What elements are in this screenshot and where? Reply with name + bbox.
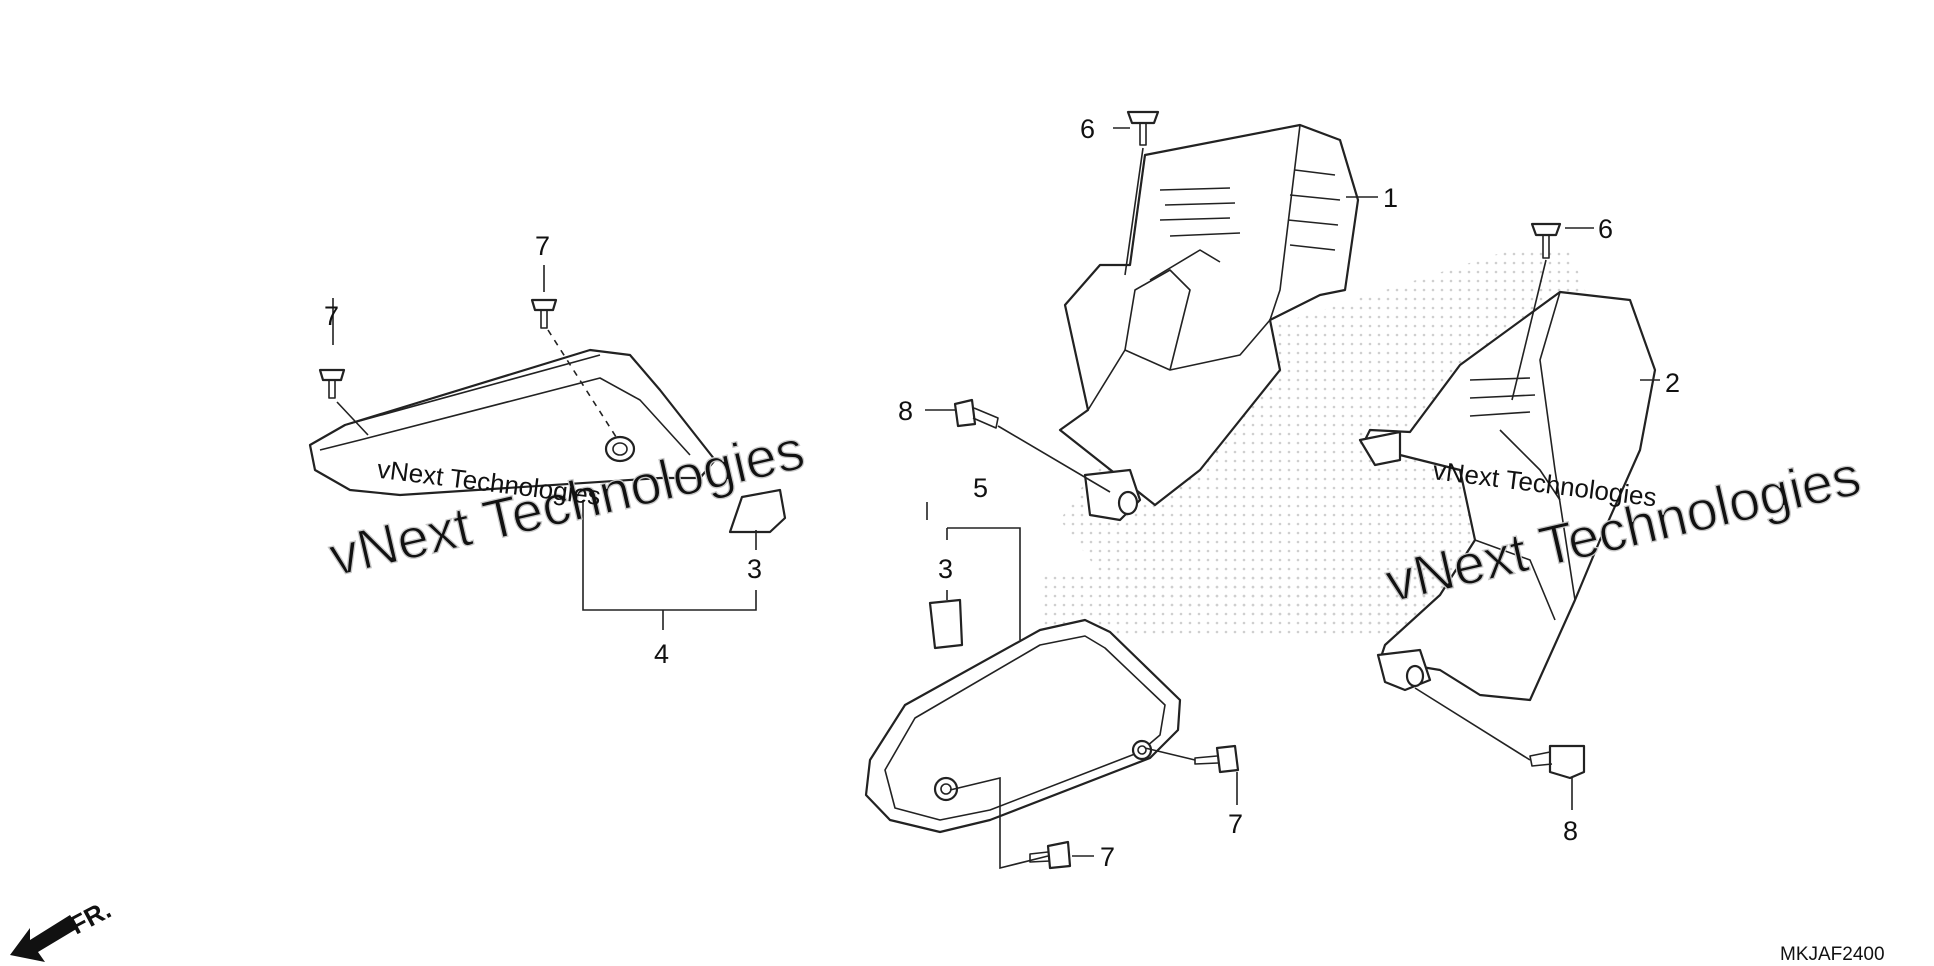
screw-8-left [953,398,999,429]
screw-7-left-a [318,368,346,399]
part-4-side-cover [308,348,717,497]
callout-4: 4 [654,639,669,669]
arrow-icon [10,915,78,962]
callout-5: 5 [973,473,988,503]
screw-8-right [1529,744,1586,780]
diagram-code: MKJAF2400 [1780,944,1885,965]
callout-7-left-b: 7 [535,231,550,261]
callout-8-left: 8 [898,396,913,426]
callout-1: 1 [1383,183,1398,213]
screw-6-right [1530,222,1562,259]
part-1-vent-cover [1058,123,1360,522]
callout-2: 2 [1665,368,1680,398]
callout-3-centre: 3 [938,554,953,584]
callout-7-bottom: 7 [1100,842,1115,872]
callout-8-right: 8 [1563,816,1578,846]
part-3-pad-centre [928,598,964,650]
callout-7-left-a: 7 [324,301,339,331]
leader-lines [332,127,1660,870]
part-3-pad-left [728,488,787,534]
part-5-panel [864,618,1182,834]
screw-7-left-b [530,298,558,329]
screw-6-top [1126,110,1160,146]
part-2-vent-cover [1358,290,1657,702]
callout-7-centre: 7 [1228,809,1243,839]
front-direction-label: FR. [65,894,116,940]
screw-7-bottom [1029,840,1072,870]
callout-6-right: 6 [1598,214,1613,244]
callout-3-left: 3 [747,554,762,584]
callout-6-top: 6 [1080,114,1095,144]
front-direction-arrow: FR. [10,894,116,962]
screw-7-centre [1194,744,1240,774]
